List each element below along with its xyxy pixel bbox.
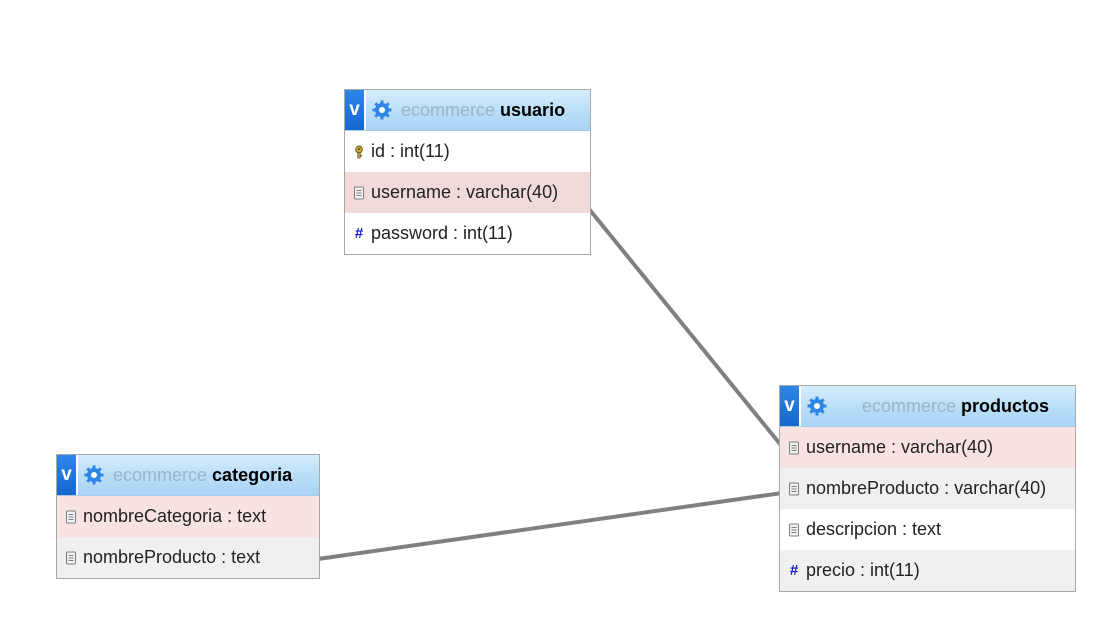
column-row-precio[interactable]: # precio : int(11) xyxy=(780,550,1075,591)
column-label: descripcion : text xyxy=(806,519,942,539)
database-name: ecommerce xyxy=(862,395,957,416)
column-label: nombreProducto : text xyxy=(83,547,261,567)
column-label: username : varchar(40) xyxy=(371,182,559,202)
column-row-id[interactable]: id : int(11) xyxy=(345,131,590,172)
table-title: ecommerce categoria xyxy=(113,465,319,486)
column-label: nombreCategoria : text xyxy=(83,506,267,526)
text-column-icon xyxy=(354,186,364,199)
table-name: usuario xyxy=(500,99,566,120)
column-row-nombreproducto[interactable]: nombreProducto : varchar(40) xyxy=(780,468,1075,509)
column-row-descripcion[interactable]: descripcion : text xyxy=(780,509,1075,550)
relation-categoria-productos-nombreproducto[interactable] xyxy=(316,491,784,561)
database-name: ecommerce xyxy=(113,464,208,485)
table-header[interactable]: v ecommerce usuario xyxy=(345,90,590,131)
column-row-username[interactable]: username : varchar(40) xyxy=(780,427,1075,468)
gear-icon[interactable] xyxy=(371,99,393,121)
key-icon xyxy=(355,145,363,158)
numeric-column-icon: # xyxy=(354,225,364,242)
gear-icon[interactable] xyxy=(806,395,828,417)
text-column-icon xyxy=(789,441,799,454)
database-name: ecommerce xyxy=(401,99,496,120)
text-column-icon xyxy=(66,510,76,523)
column-label: id : int(11) xyxy=(371,141,450,161)
column-label: username : varchar(40) xyxy=(806,437,994,457)
toggle-columns-button[interactable]: v xyxy=(57,455,78,495)
table-header[interactable]: v ecommerce productos xyxy=(780,386,1075,427)
column-label: precio : int(11) xyxy=(806,560,920,580)
relation-usuario-productos-username[interactable] xyxy=(583,202,782,446)
toggle-columns-button[interactable]: v xyxy=(780,386,801,426)
gear-icon[interactable] xyxy=(83,464,105,486)
column-row-nombreproducto[interactable]: nombreProducto : text xyxy=(57,537,319,578)
table-name: categoria xyxy=(212,464,293,485)
column-label: password : int(11) xyxy=(371,223,513,243)
column-row-username[interactable]: username : varchar(40) xyxy=(345,172,590,213)
column-row-password[interactable]: # password : int(11) xyxy=(345,213,590,254)
table-title: ecommerce usuario xyxy=(401,100,590,121)
table-title: ecommerce productos xyxy=(836,396,1075,417)
numeric-column-icon: # xyxy=(789,562,799,579)
text-column-icon xyxy=(66,551,76,564)
table-name: productos xyxy=(961,395,1050,416)
toggle-columns-button[interactable]: v xyxy=(345,90,366,130)
column-row-nombrecategoria[interactable]: nombreCategoria : text xyxy=(57,496,319,537)
table-productos[interactable]: v ecommerce productos xyxy=(779,385,1076,592)
column-label: nombreProducto : varchar(40) xyxy=(806,478,1047,498)
table-categoria[interactable]: v ecommerce categoria xyxy=(56,454,320,579)
text-column-icon xyxy=(789,482,799,495)
table-usuario[interactable]: v ecommerce usuario xyxy=(344,89,591,255)
table-header[interactable]: v ecommerce categoria xyxy=(57,455,319,496)
text-column-icon xyxy=(789,523,799,536)
